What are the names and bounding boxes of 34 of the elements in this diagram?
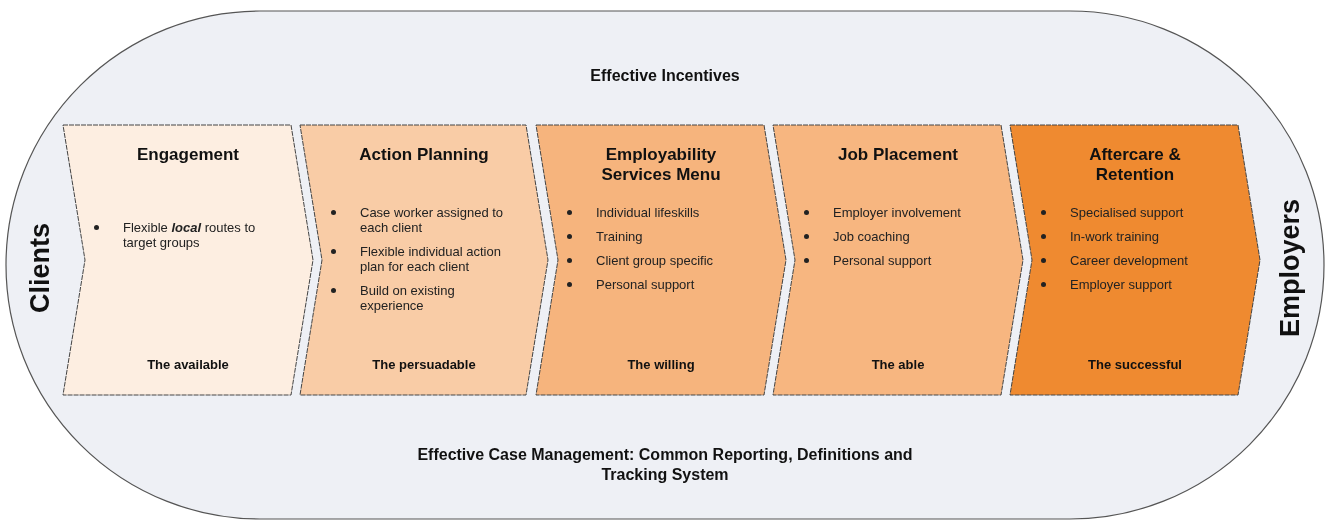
bullet-text: Individual lifeskills [596,205,700,220]
bullet-text: Employer support [1070,277,1172,292]
bullet-text: Specialised support [1070,205,1184,220]
bullet-text: Case worker assigned to each client [360,205,504,235]
side-label: Employers [1275,198,1305,338]
stage-outcome: The willing [626,357,696,372]
bullet-text: Flexible local routes to target groups [123,220,256,250]
side-label: Clients [25,223,55,313]
bullet-text: Flexible individual action plan for each client [360,244,501,274]
bullet-text: Build on existing experience [360,283,455,313]
bullet-text: Personal support [596,277,695,292]
stage-outcome: The available [146,357,230,372]
chevron-shape [1010,125,1260,395]
chevron-shape [300,125,548,395]
bullet-text: Career development [1070,253,1188,268]
bullet-text: Job coaching [833,229,910,244]
bullet-text: Personal support [833,253,932,268]
bullet-text: Client group specific [596,253,714,268]
bullet-text: Training [596,229,643,244]
stage-heading: Aftercare & Retention [1088,145,1182,185]
stage-heading: Engagement [136,145,240,165]
banner-title: Effective Incentives [589,66,741,86]
footer-title: Effective Case Management: Common Reporting, Definitions and Tracking System [416,445,914,485]
stage-outcome: The persuadable [371,357,477,372]
chevron-shape [773,125,1023,395]
stage-outcome: The successful [1087,357,1183,372]
stage-heading: Employability Services Menu [600,145,722,185]
chevron-shape [63,125,313,395]
bullet-text: Employer involvement [833,205,961,220]
bullet-text: In-work training [1070,229,1159,244]
chevron-shape [536,125,786,395]
stage-heading: Job Placement [837,145,959,165]
stage-outcome: The able [870,357,926,372]
stage-heading: Action Planning [358,145,490,165]
